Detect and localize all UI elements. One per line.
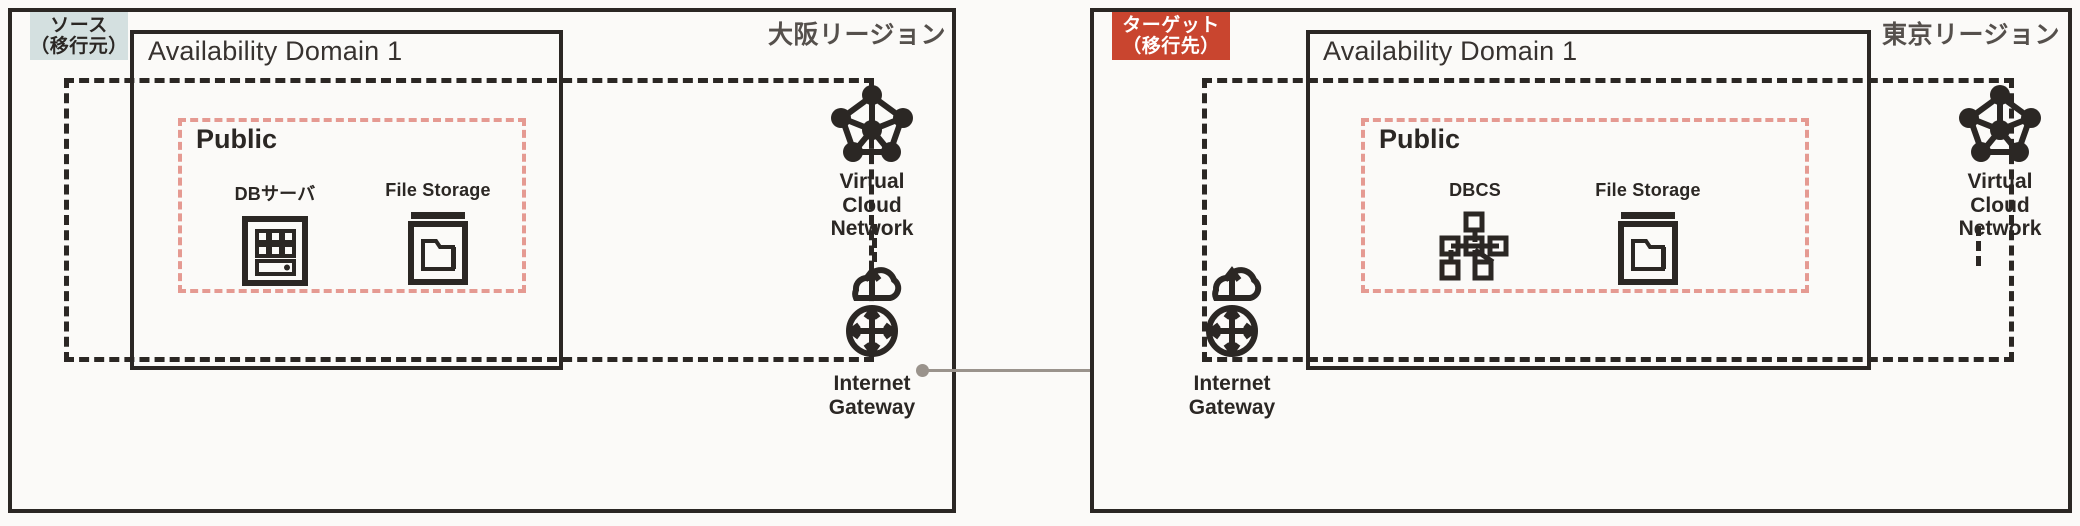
file-storage-icon	[404, 210, 472, 286]
left-virtual-cloud-network: Virtual Cloud Network	[802, 82, 942, 241]
target-tag-line1: ターゲット	[1122, 14, 1220, 36]
right-igw-label: Internet Gateway	[1189, 372, 1275, 419]
left-vcn-boundary	[64, 78, 874, 362]
db-server-icon	[241, 215, 309, 287]
target-tag-line2: （移行先）	[1122, 36, 1220, 57]
target-tag: ターゲット （移行先）	[1112, 12, 1230, 60]
internet-gateway-icon	[831, 258, 913, 368]
right-public-subnet-label: Public	[1379, 124, 1461, 154]
left-resource-file-storage: File Storage	[370, 180, 506, 286]
right-internet-gateway: Internet Gateway	[1162, 258, 1302, 419]
connector-dot-left	[916, 364, 929, 377]
left-region-name: 大阪リージョン	[768, 21, 947, 49]
dbcs-cluster-icon	[1435, 210, 1515, 282]
left-internet-gateway: Internet Gateway	[802, 258, 942, 419]
right-public-subnet-box	[1361, 118, 1809, 293]
left-igw-label-line2: Gateway	[828, 395, 916, 419]
right-vcn-label-line1: Virtual	[1967, 170, 2033, 193]
left-igw-label: Internet Gateway	[829, 372, 915, 419]
left-availability-domain-label: Availability Domain 1	[148, 36, 403, 66]
left-availability-domain-box	[130, 30, 563, 370]
left-vcn-igw-stub	[872, 224, 877, 262]
right-resource-file-storage-label: File Storage	[1595, 180, 1701, 200]
right-availability-domain-label: Availability Domain 1	[1323, 36, 1578, 66]
left-public-subnet-box	[178, 118, 526, 293]
right-vcn-label-line2: Cloud	[1970, 193, 2030, 217]
right-availability-domain-box	[1306, 30, 1871, 370]
right-vcn-igw-stub	[1976, 226, 1981, 266]
right-virtual-cloud-network: Virtual Cloud Network	[1930, 82, 2070, 241]
right-vcn-label-line3: Network	[1958, 217, 2042, 241]
right-region-name: 東京リージョン	[1882, 21, 2061, 49]
right-resource-dbcs: DBCS	[1412, 180, 1538, 282]
left-resource-db-server-label: DBサーバ	[234, 184, 316, 204]
right-vcn-label: Virtual Cloud Network	[1959, 170, 2042, 241]
cross-region-connector-line	[924, 369, 1164, 372]
left-public-subnet-label: Public	[196, 124, 278, 154]
source-tag-line1: ソース	[50, 14, 108, 36]
right-igw-label-line2: Gateway	[1188, 395, 1276, 419]
left-vcn-label: Virtual Cloud Network	[831, 170, 914, 241]
left-vcn-label-line1: Virtual	[839, 170, 905, 193]
source-tag-line2: （移行元）	[30, 36, 128, 57]
right-igw-label-line1: Internet	[1193, 372, 1271, 395]
left-resource-file-storage-label: File Storage	[385, 180, 491, 200]
source-tag: ソース （移行元）	[30, 12, 128, 60]
right-resource-file-storage: File Storage	[1580, 180, 1716, 286]
right-region-panel	[1090, 8, 2072, 513]
left-igw-label-line1: Internet	[833, 372, 911, 395]
left-vcn-label-line2: Cloud	[842, 193, 902, 217]
left-region-panel	[8, 8, 956, 513]
virtual-cloud-network-icon	[1954, 82, 2046, 164]
right-vcn-boundary	[1202, 78, 2014, 362]
file-storage-icon	[1614, 210, 1682, 286]
left-vcn-label-line3: Network	[830, 217, 914, 241]
left-resource-db-server: DBサーバ	[212, 180, 338, 287]
right-resource-dbcs-label: DBCS	[1449, 180, 1501, 200]
internet-gateway-icon	[1191, 258, 1273, 368]
virtual-cloud-network-icon	[826, 82, 918, 164]
